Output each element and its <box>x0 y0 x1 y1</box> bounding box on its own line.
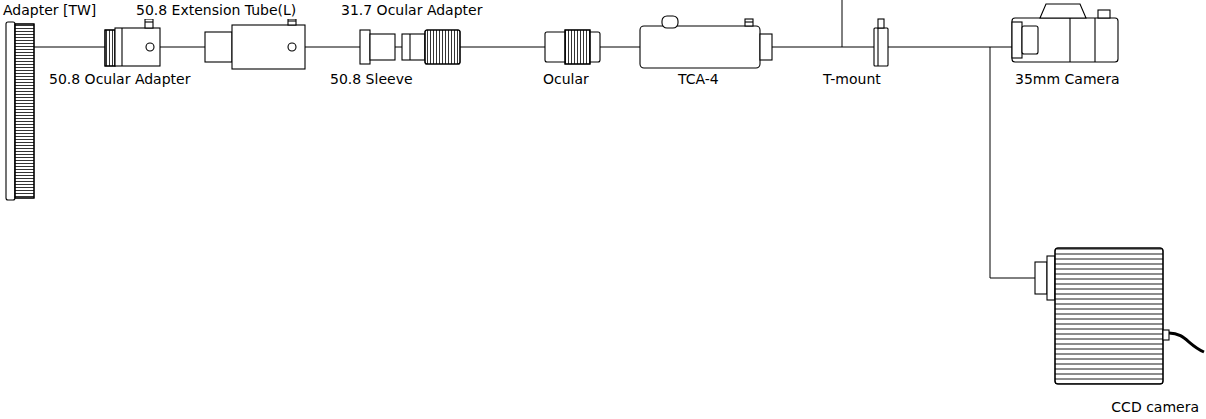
part-label: 50.8 Extension Tube(L) <box>135 1 297 19</box>
part-label: 31.7 Ocular Adapter <box>340 1 483 19</box>
part-label: TCA-4 <box>677 70 720 88</box>
part-label: Ocular <box>542 70 590 88</box>
camera-label: 35mm Camera <box>1014 70 1120 88</box>
camera-label: CCD camera <box>1110 398 1200 416</box>
adapter-label: Adapter [TW] <box>2 1 97 19</box>
part-label: 50.8 Ocular Adapter <box>48 70 191 88</box>
part-label: 50.8 Sleeve <box>329 70 414 88</box>
part-label: T-mount <box>822 70 882 88</box>
